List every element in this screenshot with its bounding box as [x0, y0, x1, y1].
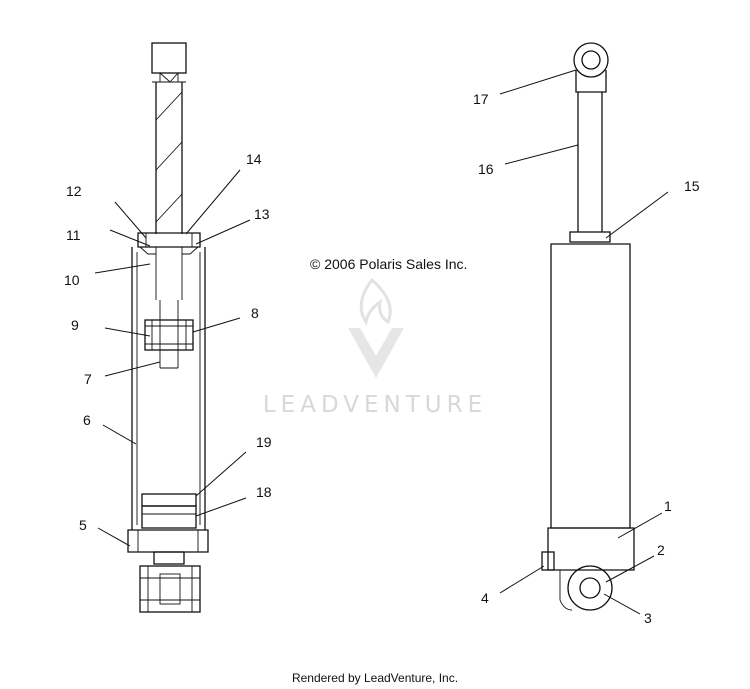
callout-7: 7	[84, 371, 92, 387]
callout-18: 18	[256, 484, 272, 500]
callout-16: 16	[478, 161, 494, 177]
copyright-text: © 2006 Polaris Sales Inc.	[310, 256, 467, 272]
callout-1: 1	[664, 498, 672, 514]
callout-12: 12	[66, 183, 82, 199]
callout-6: 6	[83, 412, 91, 428]
callout-4: 4	[481, 590, 489, 606]
shock-cross-section	[127, 42, 209, 613]
callout-17: 17	[473, 91, 489, 107]
callout-8: 8	[251, 305, 259, 321]
leader-lines	[94, 69, 669, 615]
callout-11: 11	[66, 227, 81, 243]
leadventure-logo-watermark	[348, 277, 404, 378]
callout-19: 19	[256, 434, 272, 450]
callout-5: 5	[79, 517, 87, 533]
callout-15: 15	[684, 178, 700, 194]
watermark-text: LEADVENTURE	[263, 392, 487, 418]
shock-exterior	[541, 42, 635, 611]
callout-3: 3	[644, 610, 652, 626]
callout-2: 2	[657, 542, 665, 558]
callout-10: 10	[64, 272, 80, 288]
callout-13: 13	[254, 206, 270, 222]
footer-credit: Rendered by LeadVenture, Inc.	[292, 671, 458, 685]
callout-14: 14	[246, 151, 262, 167]
callout-9: 9	[71, 317, 79, 333]
